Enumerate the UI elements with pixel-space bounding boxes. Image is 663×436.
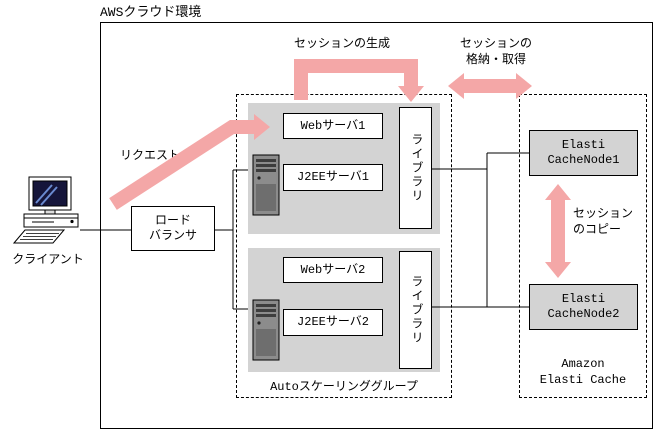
server-tower-icon: [252, 154, 280, 216]
desktop-computer-icon: [12, 176, 82, 246]
elasticache-group-label: Amazon Elasti Cache: [539, 357, 627, 388]
session-copy-label: セッション のコピー: [573, 207, 634, 238]
session-create-label: セッションの生成: [294, 37, 391, 51]
diagram-title: AWSクラウド環境: [100, 5, 202, 20]
web-server-1-box: Webサーバ1: [283, 113, 383, 139]
elasticache-node-2: Elasti CacheNode2: [529, 284, 638, 330]
load-balancer-box: ロード バランサ: [131, 206, 215, 251]
session-store-label: セッションの 格納・取得: [459, 37, 532, 68]
library-1-box: ライブラリ: [399, 107, 432, 229]
elasticache-node-1: Elasti CacheNode1: [529, 130, 638, 176]
client-label: クライアント: [12, 253, 84, 267]
j2ee-server-1-box: J2EEサーバ1: [283, 164, 383, 191]
j2ee-server-2-box: J2EEサーバ2: [283, 309, 383, 336]
library-2-box: ライブラリ: [399, 251, 432, 369]
elasticache-group-boundary: [519, 94, 647, 398]
autoscaling-group-label: Autoスケーリンググループ: [270, 380, 418, 394]
request-label: リクエスト: [120, 149, 181, 163]
server-tower-icon: [252, 299, 280, 361]
web-server-2-box: Webサーバ2: [283, 257, 383, 283]
aws-cloud-boundary: [100, 22, 653, 429]
